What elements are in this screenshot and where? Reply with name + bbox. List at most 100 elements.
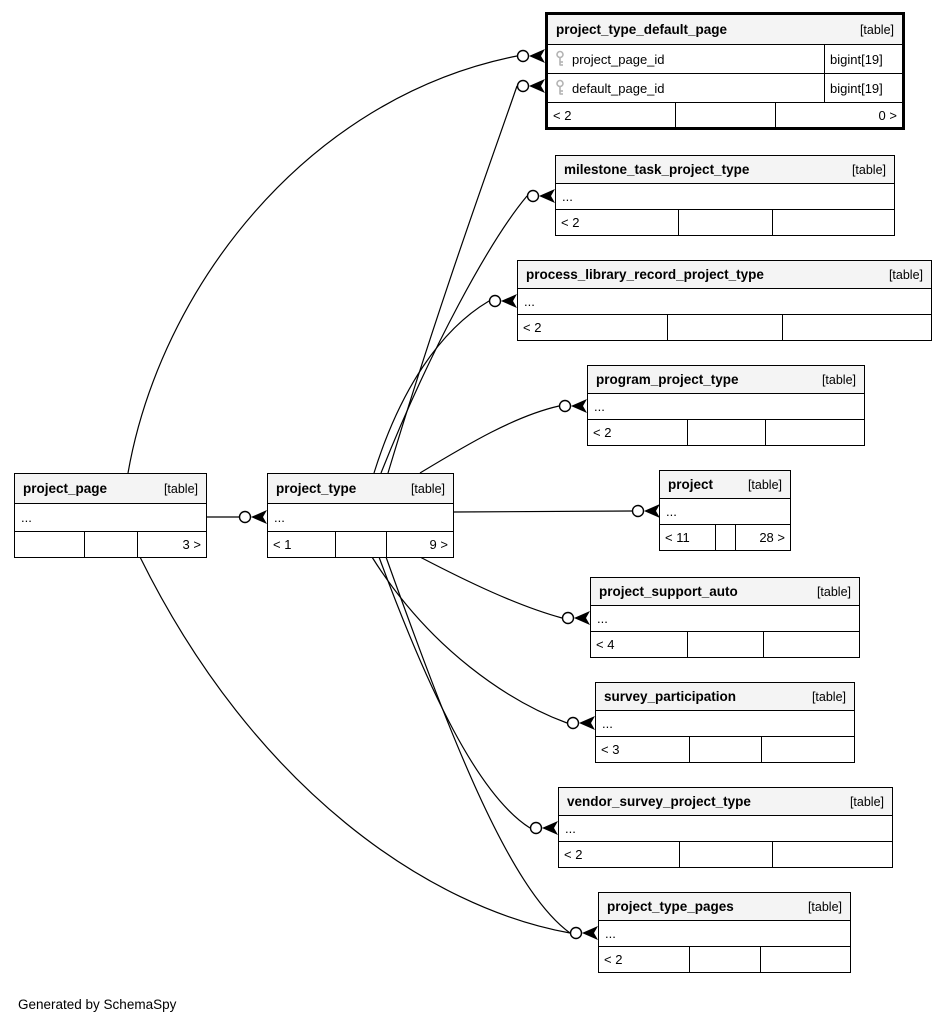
table-name-link[interactable]: project <box>668 477 714 492</box>
table-project-support-auto[interactable]: project_support_auto [table] ... < 4 <box>590 577 860 658</box>
footer-parents-count <box>15 532 84 557</box>
footer-parents-count: < 2 <box>523 320 542 335</box>
table-footer: < 1 9 > <box>268 532 453 557</box>
column-row-project-page-id[interactable]: project_page_id bigint[19] <box>548 45 902 74</box>
table-name-link[interactable]: project_type <box>276 481 357 496</box>
edge-projectpage-typepages <box>139 556 571 934</box>
table-program-project-type[interactable]: program_project_type [table] ... < 2 <box>587 365 865 446</box>
table-tag: [table] <box>821 372 856 387</box>
footer-parents-count: < 11 <box>665 530 690 545</box>
table-header: project_support_auto [table] <box>591 578 859 606</box>
footer-parents-count: < 3 <box>601 742 620 757</box>
generator-credit: Generated by SchemaSpy <box>18 997 177 1012</box>
footer-middle-cell <box>666 315 783 340</box>
footer-children-count <box>762 632 859 657</box>
collapsed-columns-row: ... <box>268 504 453 532</box>
footer-children-count <box>772 842 892 867</box>
table-tag: [table] <box>859 22 894 37</box>
table-footer: < 11 28 > <box>660 525 790 550</box>
table-tag: [table] <box>163 481 198 496</box>
collapsed-columns-row: ... <box>588 394 864 420</box>
table-project-page[interactable]: project_page [table] ... 3 > <box>14 473 207 558</box>
column-name: project_page_id <box>572 51 665 67</box>
footer-parents-count: < 2 <box>561 215 580 230</box>
table-footer: < 4 <box>591 632 859 657</box>
footer-middle-cell <box>334 532 387 557</box>
table-tag: [table] <box>849 794 884 809</box>
collapsed-columns-row: ... <box>660 499 790 525</box>
table-survey-participation[interactable]: survey_participation [table] ... < 3 <box>595 682 855 763</box>
table-footer: < 2 <box>559 842 892 867</box>
collapsed-columns-row: ... <box>599 921 850 947</box>
table-header: vendor_survey_project_type [table] <box>559 788 892 816</box>
table-name-link[interactable]: project_page <box>23 481 108 496</box>
table-header: process_library_record_project_type [tab… <box>518 261 931 289</box>
footer-middle-cell <box>678 842 772 867</box>
footer-children-count <box>772 210 894 235</box>
table-name-link[interactable]: survey_participation <box>604 689 737 704</box>
table-name-link[interactable]: project_support_auto <box>599 584 738 599</box>
footer-parents-count: < 4 <box>596 637 615 652</box>
table-name-link[interactable]: vendor_survey_project_type <box>567 794 751 809</box>
footer-parents-count: < 2 <box>564 847 583 862</box>
table-header: project_page [table] <box>15 474 206 504</box>
footer-children-count <box>759 947 850 972</box>
column-row-default-page-id[interactable]: default_page_id bigint[19] <box>548 74 902 103</box>
footer-children-count: 9 > <box>386 532 453 557</box>
footer-middle-cell <box>687 420 764 445</box>
footer-children-count: 0 > <box>774 103 902 127</box>
table-project-type[interactable]: project_type [table] ... < 1 9 > <box>267 473 454 558</box>
table-project[interactable]: project [table] ... < 11 28 > <box>659 470 791 551</box>
table-tag: [table] <box>410 481 445 496</box>
table-tag: [table] <box>851 162 886 177</box>
table-name-link[interactable]: program_project_type <box>596 372 739 387</box>
table-footer: < 3 <box>596 737 854 762</box>
table-tag: [table] <box>807 899 842 914</box>
table-header: project_type_pages [table] <box>599 893 850 921</box>
table-name-link[interactable]: process_library_record_project_type <box>526 267 764 282</box>
primary-key-icon <box>554 50 566 68</box>
table-footer: 3 > <box>15 532 206 557</box>
footer-middle-cell <box>83 532 137 557</box>
footer-middle-cell <box>675 103 774 127</box>
table-name-link[interactable]: project_type_pages <box>607 899 734 914</box>
footer-middle-cell <box>688 737 761 762</box>
footer-children-count <box>782 315 931 340</box>
table-header: project_type [table] <box>268 474 453 504</box>
collapsed-columns-row: ... <box>556 184 894 210</box>
table-name-link[interactable]: milestone_task_project_type <box>564 162 750 177</box>
footer-children-count <box>761 737 854 762</box>
table-header: project_type_default_page [table] <box>548 15 902 45</box>
table-vendor-survey-project-type[interactable]: vendor_survey_project_type [table] ... <… <box>558 787 893 868</box>
column-type: bigint[19] <box>824 74 902 102</box>
table-process-library-record-project-type[interactable]: process_library_record_project_type [tab… <box>517 260 932 341</box>
footer-parents-count: < 2 <box>593 425 612 440</box>
table-milestone-task-project-type[interactable]: milestone_task_project_type [table] ... … <box>555 155 895 236</box>
table-footer: < 2 <box>599 947 850 972</box>
column-name: default_page_id <box>572 80 665 96</box>
collapsed-columns-row: ... <box>596 711 854 737</box>
edge-projecttype-typepages <box>385 556 571 934</box>
table-header: project [table] <box>660 471 790 499</box>
column-type: bigint[19] <box>824 45 902 73</box>
table-footer: < 2 0 > <box>548 103 902 127</box>
edge-projecttype-program <box>419 405 560 474</box>
collapsed-columns-row: ... <box>15 504 206 532</box>
table-project-type-pages[interactable]: project_type_pages [table] ... < 2 <box>598 892 851 973</box>
edge-projecttype-milestone <box>380 195 528 474</box>
footer-middle-cell <box>714 525 736 550</box>
footer-parents-count: < 1 <box>273 537 292 552</box>
table-name-link[interactable]: project_type_default_page <box>556 22 728 37</box>
table-tag: [table] <box>816 584 851 599</box>
edge-projecttype-processlibrary <box>373 300 490 474</box>
edge-projecttype-defaultpage <box>387 85 518 474</box>
edge-projecttype-surveyparticipation <box>371 556 568 724</box>
table-header: milestone_task_project_type [table] <box>556 156 894 184</box>
table-tag: [table] <box>888 267 923 282</box>
edge-projectpage-defaultpage <box>127 55 518 474</box>
table-project-type-default-page[interactable]: project_type_default_page [table] projec… <box>545 12 905 130</box>
footer-children-count <box>764 420 864 445</box>
footer-children-count: 3 > <box>137 532 206 557</box>
